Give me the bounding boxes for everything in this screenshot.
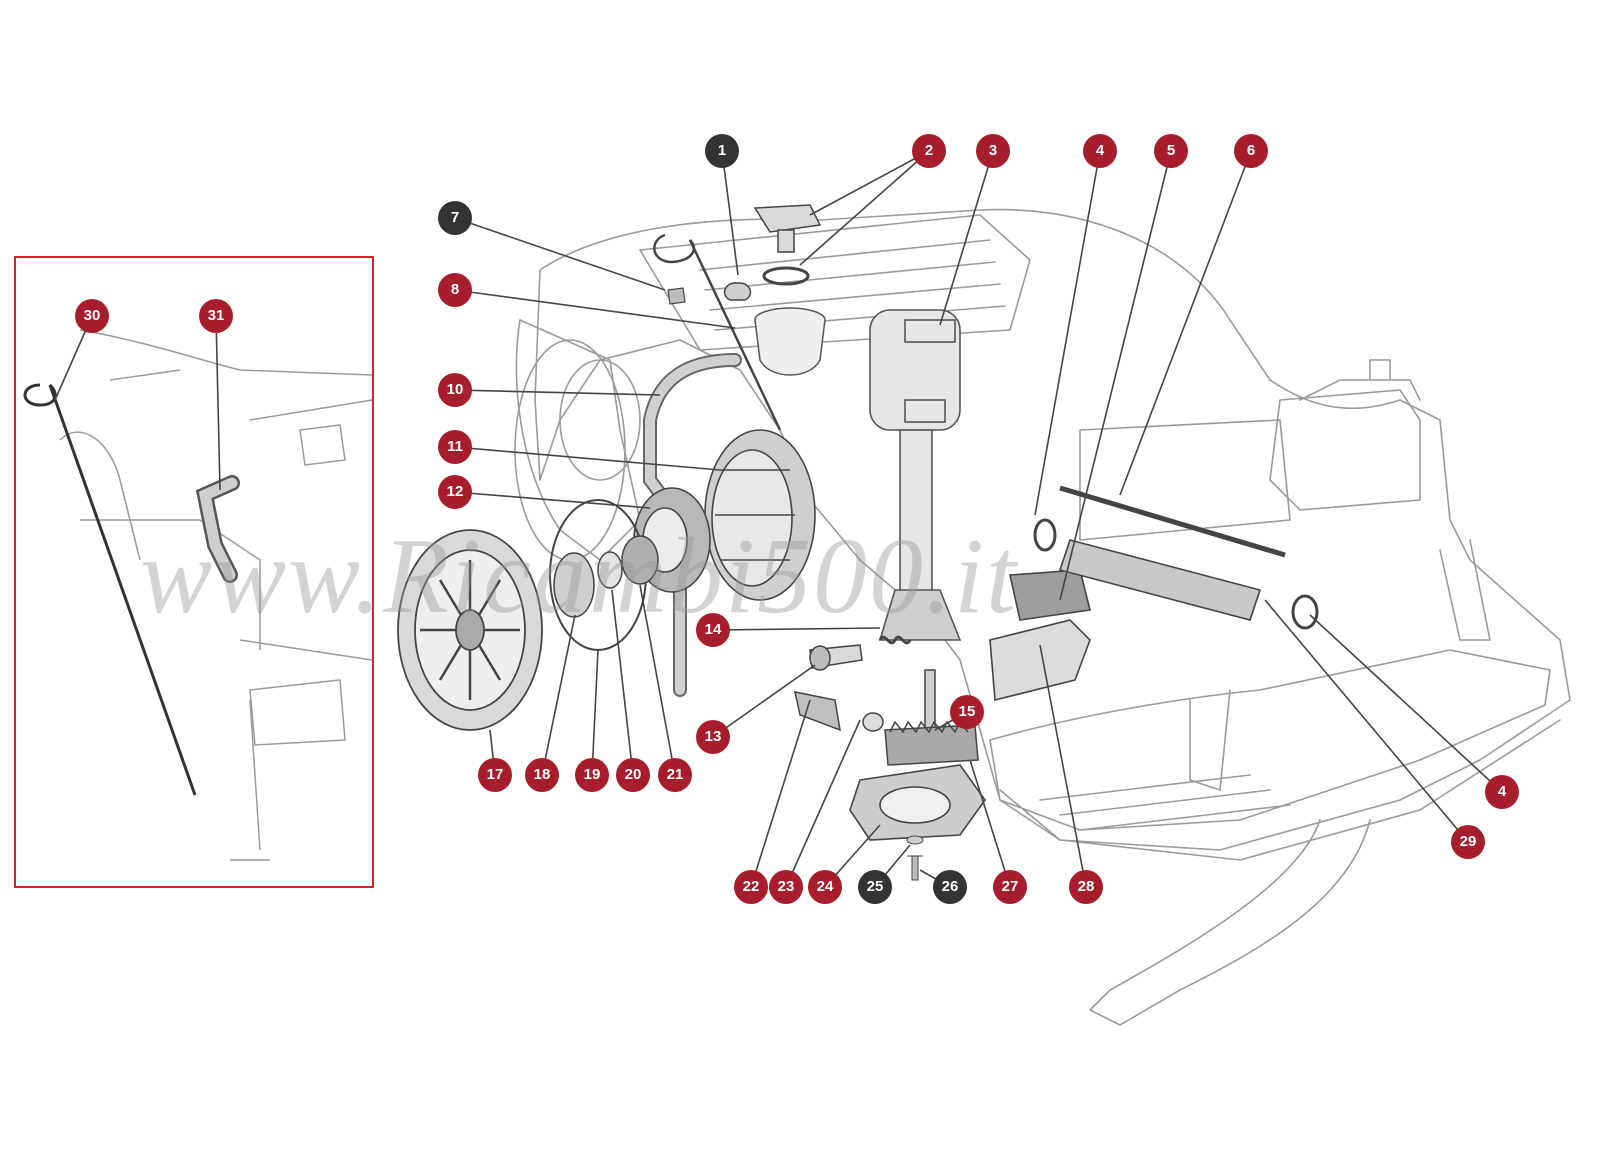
callout-30[interactable]: 30 xyxy=(75,299,109,333)
small-washer xyxy=(906,835,924,845)
callout-22[interactable]: 22 xyxy=(734,870,768,904)
manifold xyxy=(1079,419,1291,541)
crankcase-lower xyxy=(989,649,1551,831)
callout-17[interactable]: 17 xyxy=(478,758,512,792)
oil-filter-housing xyxy=(989,569,1091,702)
cylinder-head xyxy=(639,214,1031,351)
callout-13[interactable]: 13 xyxy=(696,720,730,754)
exhaust-pipe xyxy=(1189,539,1491,791)
callout-4-bottom[interactable]: 4 xyxy=(1485,775,1519,809)
bearing-stack xyxy=(553,535,659,618)
callout-28[interactable]: 28 xyxy=(1069,870,1103,904)
callout-7[interactable]: 7 xyxy=(438,201,472,235)
oil-cooler-tube xyxy=(1033,485,1319,630)
callout-10[interactable]: 10 xyxy=(438,373,472,407)
callout-19[interactable]: 19 xyxy=(575,758,609,792)
callout-23[interactable]: 23 xyxy=(769,870,803,904)
carburettor-top xyxy=(1299,359,1421,401)
pump-base-plate xyxy=(849,764,986,841)
callout-15[interactable]: 15 xyxy=(950,695,984,729)
callout-25[interactable]: 25 xyxy=(858,870,892,904)
oil-sump xyxy=(999,719,1561,861)
head-fins xyxy=(699,239,1006,331)
relief-valve-parts xyxy=(794,635,912,732)
callout-1[interactable]: 1 xyxy=(705,134,739,168)
oil-filler-neck xyxy=(754,307,826,376)
fan-housing xyxy=(515,319,641,561)
inset-frame xyxy=(14,256,374,888)
callout-27[interactable]: 27 xyxy=(993,870,1027,904)
callout-3[interactable]: 3 xyxy=(976,134,1010,168)
callout-12[interactable]: 12 xyxy=(438,475,472,509)
filler-cap xyxy=(753,204,822,286)
callout-6[interactable]: 6 xyxy=(1234,134,1268,168)
fan-wheel xyxy=(397,529,543,731)
callout-2[interactable]: 2 xyxy=(912,134,946,168)
inset-drawing xyxy=(59,329,373,861)
carburettor-body xyxy=(1269,389,1421,511)
exhaust-tail xyxy=(1089,819,1371,1026)
dipstick-main xyxy=(653,233,782,431)
callout-26[interactable]: 26 xyxy=(933,870,967,904)
callout-24[interactable]: 24 xyxy=(808,870,842,904)
oil-pump-gear xyxy=(884,669,979,766)
callout-5[interactable]: 5 xyxy=(1154,134,1188,168)
distributor xyxy=(869,309,962,641)
fan-rim xyxy=(514,339,626,561)
inset-dipstick xyxy=(23,383,197,796)
callout-18[interactable]: 18 xyxy=(525,758,559,792)
callout-4-top[interactable]: 4 xyxy=(1083,134,1117,168)
pulley-outline xyxy=(559,359,641,481)
dipstick-clip xyxy=(723,282,752,301)
engine-block-outline xyxy=(534,208,1571,851)
small-screw xyxy=(907,855,923,881)
dipstick-grommet xyxy=(667,287,686,305)
callout-31[interactable]: 31 xyxy=(199,299,233,333)
sump-ribs xyxy=(1039,774,1291,831)
callout-8[interactable]: 8 xyxy=(438,273,472,307)
callout-20[interactable]: 20 xyxy=(616,758,650,792)
callout-14[interactable]: 14 xyxy=(696,613,730,647)
callout-21[interactable]: 21 xyxy=(658,758,692,792)
callout-29[interactable]: 29 xyxy=(1451,825,1485,859)
callout-11[interactable]: 11 xyxy=(438,430,472,464)
oil-pump-cover xyxy=(704,429,816,601)
